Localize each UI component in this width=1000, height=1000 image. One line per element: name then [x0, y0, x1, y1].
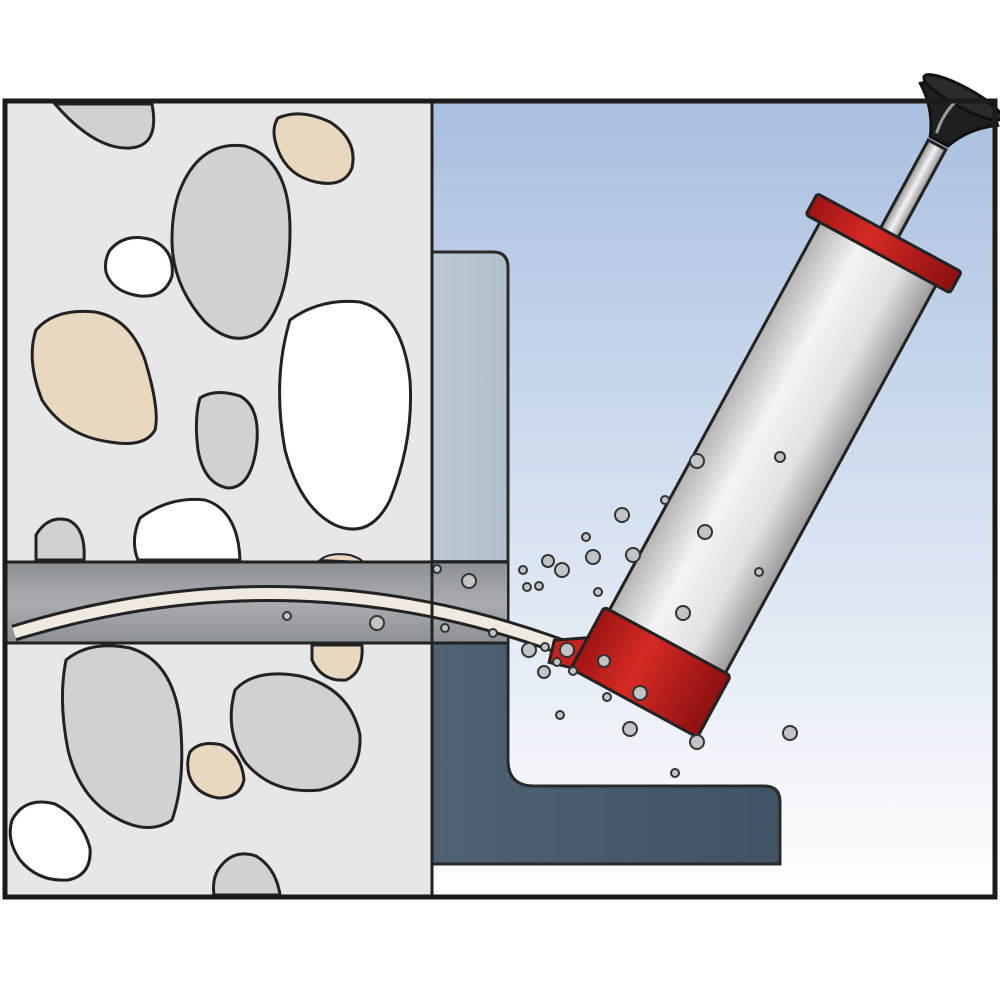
concrete-block-icon — [7, 103, 432, 895]
stone — [194, 391, 259, 490]
stone — [278, 299, 413, 531]
blow-tube — [11, 585, 582, 661]
stone — [104, 236, 174, 298]
steel-angle-bracket-icon — [432, 250, 782, 866]
stone — [310, 643, 364, 682]
outer-frame — [2, 98, 998, 900]
stone — [229, 672, 362, 793]
stone — [212, 852, 282, 895]
stone — [170, 143, 292, 340]
blow-pump-icon — [547, 73, 1000, 738]
stone — [272, 112, 355, 185]
stone — [186, 742, 246, 800]
stone — [52, 103, 156, 150]
pump-top-cap — [805, 193, 962, 294]
stone — [8, 800, 92, 882]
stone — [34, 517, 86, 562]
stone — [30, 309, 158, 445]
stone — [60, 644, 184, 829]
dust-particles-icon — [282, 451, 798, 778]
stone — [133, 497, 242, 562]
